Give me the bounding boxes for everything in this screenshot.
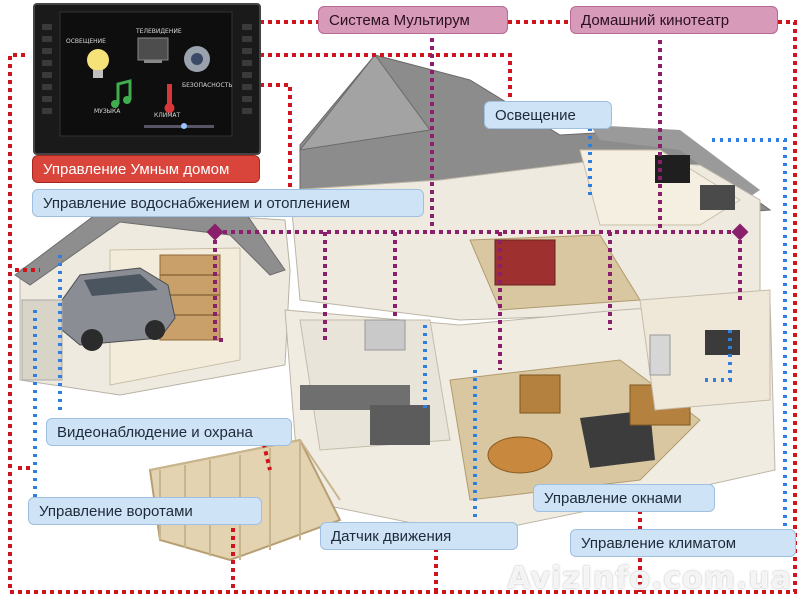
- panel-music-label: Музыка: [94, 108, 121, 115]
- label-water-heating-control: Управление водоснабжением и отоплением: [32, 189, 424, 217]
- watermark-text: AvizInfo.com.ua: [507, 561, 792, 596]
- panel-icons: [87, 37, 214, 129]
- purple-nodes: [206, 223, 749, 241]
- volume-slider: [144, 123, 214, 129]
- panel-security-label: Безопасность: [182, 82, 233, 89]
- label-motion-sensor: Датчик движения: [320, 522, 518, 550]
- panel-right-buttons: [242, 18, 252, 120]
- house-illustration: [284, 54, 776, 536]
- label-gate-control: Управление воротами: [28, 497, 262, 525]
- lightbulb-icon: [87, 49, 109, 78]
- blue-sensor-lines: [33, 128, 787, 545]
- label-multiroom-system: Система Мультирум: [318, 6, 508, 34]
- camera-icon: [184, 46, 210, 72]
- panel-lighting-label: Освещение: [66, 38, 106, 45]
- label-smart-home-control: Управление Умным домом: [32, 155, 260, 183]
- label-climate-control: Управление климатом: [570, 529, 796, 557]
- touch-panel-body: [33, 3, 261, 155]
- garage-illustration: [14, 199, 291, 396]
- thermometer-icon: [164, 84, 175, 113]
- label-lighting: Освещение: [484, 101, 612, 129]
- tv-icon: [137, 37, 169, 63]
- music-note-icon: [111, 79, 132, 108]
- label-window-control: Управление окнами: [533, 484, 715, 512]
- panel-tv-label: Телевидение: [136, 28, 182, 35]
- purple-audio-lines: [213, 38, 742, 370]
- panel-left-buttons: [42, 18, 52, 120]
- label-home-theater: Домашний кинотеатр: [570, 6, 778, 34]
- label-video-security: Видеонаблюдение и охрана: [46, 418, 292, 446]
- panel-climate-label: Климат: [154, 112, 181, 119]
- touch-panel: Освещение Телевидение Безопасность Музык…: [34, 4, 260, 154]
- car-illustration: [61, 267, 176, 351]
